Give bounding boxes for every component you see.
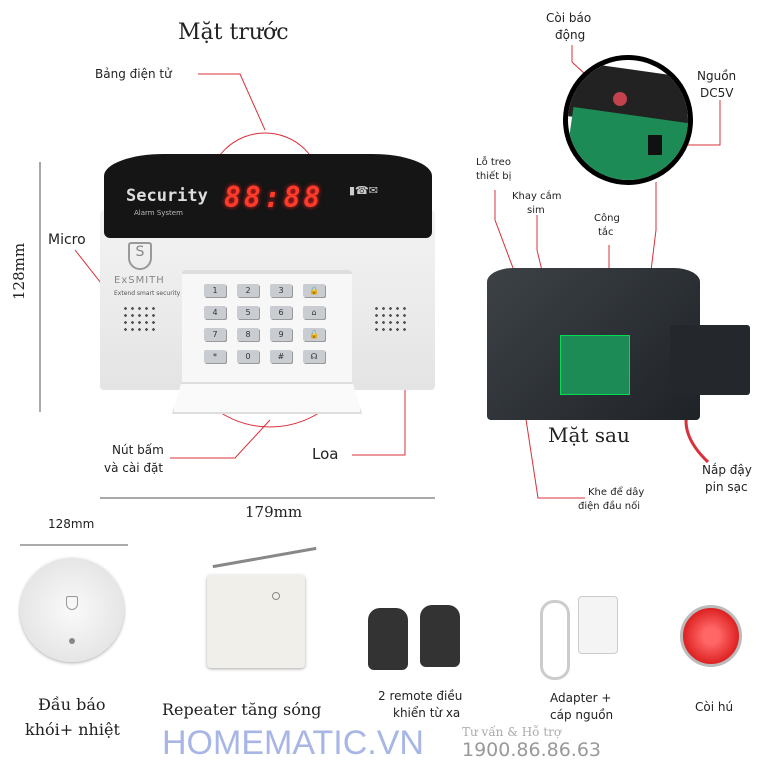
keypad-key[interactable]: 3 — [270, 284, 292, 297]
label-wire-1: Khe để dây — [588, 487, 645, 498]
watermark-brand: HOMEMATIC.VN — [162, 724, 424, 762]
buzzer-icon — [613, 92, 627, 106]
keypad-key[interactable]: 9 — [270, 328, 292, 341]
shield-logo-icon: S — [128, 242, 152, 270]
label-switch-2: tắc — [598, 227, 614, 238]
led-display: 88:88 — [224, 181, 324, 214]
caption-remote-1: 2 remote điều — [378, 689, 463, 703]
power-cable — [540, 600, 570, 680]
label-keys-1: Nút bấm — [112, 443, 164, 457]
dc-port-icon — [648, 135, 662, 155]
keypad-key[interactable]: 0 — [237, 350, 259, 363]
keypad-key[interactable]: 8 — [237, 328, 259, 341]
label-speaker: Loa — [312, 445, 339, 463]
keypad-key[interactable]: * — [204, 350, 226, 363]
caption-repeater: Repeater tăng sóng — [162, 700, 322, 719]
repeater-antenna — [212, 546, 317, 569]
maker-tagline: Extend smart security — [114, 290, 181, 297]
keypad-key[interactable]: 1 — [204, 284, 226, 297]
keypad-key[interactable]: ☊ — [303, 350, 325, 363]
maker-name: ExSMITH — [114, 275, 165, 286]
remote-2 — [420, 605, 460, 667]
keypad-key[interactable]: ⌂ — [303, 306, 325, 319]
siren — [680, 605, 742, 667]
detector-dimension: 128mm — [48, 517, 95, 531]
label-sim-1: Khay cắm — [512, 191, 562, 202]
speaker-grill — [373, 305, 409, 333]
watermark-support: Tư vấn & Hỗ trợ — [462, 725, 562, 739]
microphone-grill — [122, 305, 158, 333]
keypad-key[interactable]: 5 — [237, 306, 259, 319]
caption-remote-2: khiển từ xa — [393, 706, 461, 720]
brand-sub: Alarm System — [134, 209, 183, 217]
caption-adapter-2: cáp nguồn — [550, 708, 614, 722]
caption-adapter-1: Adapter + — [550, 691, 612, 705]
brand-text: Security — [126, 186, 208, 206]
front-device: Security Alarm System 88:88 ▮☎✉ S ExSMIT… — [100, 150, 435, 415]
label-hole-2: thiết bị — [476, 171, 512, 182]
keypad-key[interactable]: 🔓 — [303, 328, 325, 341]
remote-1 — [368, 608, 408, 670]
label-keys-2: và cài đặt — [104, 461, 164, 475]
caption-detector-1: Đầu báo — [38, 695, 106, 714]
keypad-key[interactable]: # — [270, 350, 292, 363]
watermark-phone: 1900.86.86.63 — [462, 739, 602, 761]
label-sim-2: sim — [527, 205, 545, 216]
height-dimension: 128mm — [10, 242, 28, 300]
circuit-board — [560, 335, 630, 395]
width-dimension: 179mm — [245, 503, 303, 521]
keypad-flap — [172, 382, 362, 414]
label-wire-2: điện đầu nối — [578, 501, 641, 512]
keypad-key[interactable]: 7 — [204, 328, 226, 341]
label-hole-1: Lỗ treo — [476, 157, 511, 168]
repeater — [207, 575, 305, 668]
back-title: Mặt sau — [548, 423, 630, 447]
zoom-detail-circle — [563, 55, 693, 185]
label-battery-2: pin sạc — [705, 480, 748, 494]
status-icons: ▮☎✉ — [349, 184, 378, 197]
label-display: Bảng điện tử — [95, 67, 172, 81]
keypad-key[interactable]: 2 — [237, 284, 259, 297]
label-micro: Micro — [48, 232, 86, 248]
caption-detector-2: khói+ nhiệt — [25, 720, 120, 739]
smoke-detector — [20, 558, 124, 662]
device-top-band: Security Alarm System 88:88 ▮☎✉ — [104, 154, 432, 238]
label-switch-1: Công — [594, 213, 620, 224]
label-battery-1: Nắp đậy — [702, 463, 752, 477]
keypad-key[interactable]: 6 — [270, 306, 292, 319]
front-title: Mặt trước — [178, 20, 289, 45]
label-buzzer-1: Còi báo — [546, 11, 592, 25]
label-power-2: DC5V — [700, 86, 734, 100]
adapter — [578, 596, 618, 654]
label-power-1: Nguồn — [697, 69, 737, 83]
label-buzzer-2: động — [555, 28, 586, 42]
caption-siren: Còi hú — [695, 700, 734, 714]
keypad-key[interactable]: 🔒 — [303, 284, 325, 297]
keypad-key[interactable]: 4 — [204, 306, 226, 319]
battery-cover — [670, 325, 750, 395]
